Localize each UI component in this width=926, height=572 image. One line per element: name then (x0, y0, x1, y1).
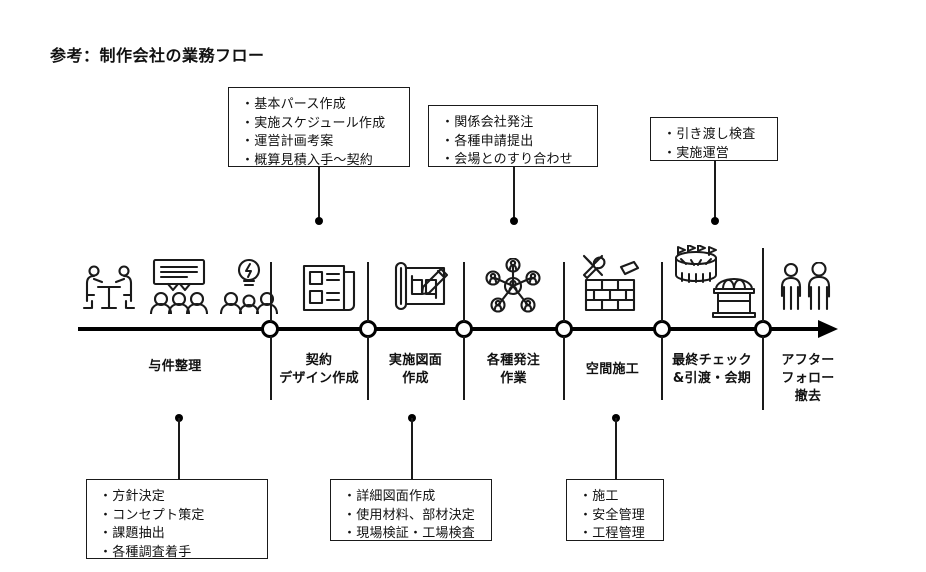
callout-line: ・コンセプト策定 (99, 507, 205, 523)
leader-line-bottom-1 (178, 418, 180, 480)
stage-label-7: アフター フォロー 撤去 (764, 352, 852, 406)
callout-bottom-1: ・方針決定 ・コンセプト策定 ・課題抽出 ・各種調査着手 (86, 479, 268, 560)
stage-separator-3 (463, 262, 465, 322)
stage-label-6: 最終チェック &引渡・会期 (663, 352, 761, 388)
callout-line: ・使用材料、部材決定 (343, 507, 476, 523)
leader-line-top-2 (513, 167, 515, 220)
market-stall-icon (710, 275, 758, 320)
callout-line: ・実施スケジュール作成 (241, 115, 386, 131)
stage-separator-4 (563, 262, 565, 322)
leader-dot-top-1 (314, 217, 323, 225)
stage-separator-4b (563, 336, 565, 400)
stage-separator-1b (270, 336, 272, 400)
callout-line: ・現場検証・工場検査 (343, 526, 476, 541)
callout-line: ・各種調査着手 (99, 544, 192, 560)
callout-line: ・工程管理 (579, 526, 646, 541)
stage-label-2: 契約 デザイン作成 (272, 352, 366, 388)
two-people-icon (776, 262, 834, 316)
timeline-arrow-icon (818, 320, 838, 338)
stage-separator-1 (270, 262, 272, 322)
callout-line: ・詳細図面作成 (343, 489, 436, 504)
speech-bubble-audience-icon (148, 258, 210, 314)
stage-separator-2b (367, 336, 369, 400)
stage-separator-6b (762, 336, 764, 410)
stage-label-line: 撤去 (794, 389, 822, 404)
stage-label-line: 実施図面 (388, 353, 443, 368)
callout-line: ・実施運営 (663, 145, 730, 161)
callout-line: ・運営計画考案 (241, 134, 334, 149)
page-title: 参考：制作会社の業務フロー (50, 46, 265, 65)
stage-label-line: 最終チェック (672, 353, 752, 368)
arena-flags-icon (668, 245, 724, 287)
stage-separator-6 (762, 248, 764, 322)
callout-top-2: ・関係会社発注 ・各種申請提出 ・会場とのすり合わせ (428, 105, 598, 167)
stage-label-line: 与件整理 (148, 359, 202, 374)
leader-dot-top-2 (509, 217, 518, 225)
lightbulb-idea-audience-icon (220, 258, 278, 314)
stage-label-line: アフター (781, 353, 835, 368)
stage-separator-5 (661, 262, 663, 322)
meeting-table-icon (82, 262, 136, 314)
callout-line: ・方針決定 (99, 489, 166, 504)
stage-label-line: 作業 (500, 371, 527, 386)
stage-label-5: 空間施工 (565, 361, 660, 379)
stage-label-line: &引渡・会期 (672, 371, 752, 386)
callout-line: ・会場とのすり合わせ (441, 152, 573, 167)
leader-dot-top-3 (710, 217, 719, 225)
newspaper-document-icon (302, 262, 356, 312)
callout-line: ・安全管理 (579, 507, 646, 523)
callout-line: ・基本パース作成 (241, 97, 346, 112)
leader-line-top-1 (318, 167, 320, 220)
tools-brick-wall-icon (580, 254, 642, 312)
callout-line: ・施工 (579, 489, 619, 504)
callout-top-3: ・引き渡し検査 ・実施運営 (650, 117, 778, 161)
stage-separator-2 (367, 262, 369, 322)
stage-label-4: 各種発注 作業 (465, 352, 562, 388)
stage-label-1: 与件整理 (95, 358, 255, 376)
callout-line: ・関係会社発注 (441, 115, 534, 130)
blueprint-pencil-icon (392, 260, 450, 312)
network-people-icon (484, 258, 542, 314)
callout-bottom-3: ・施工 ・安全管理 ・工程管理 (566, 479, 664, 541)
stage-separator-3b (463, 336, 465, 400)
callout-top-1: ・基本パース作成 ・実施スケジュール作成 ・運営計画考案 ・概算見積入手〜契約 (228, 87, 410, 168)
stage-label-3: 実施図面 作成 (369, 352, 462, 388)
callout-line: ・概算見積入手〜契約 (241, 152, 374, 168)
stage-label-line: デザイン作成 (279, 371, 359, 386)
callout-line: ・引き渡し検査 (663, 127, 756, 142)
timeline-axis (78, 327, 826, 331)
stage-label-line: 作成 (402, 371, 429, 386)
leader-line-bottom-2 (411, 418, 413, 480)
stage-separator-5b (661, 336, 663, 400)
callout-line: ・課題抽出 (99, 526, 166, 541)
callout-bottom-2: ・詳細図面作成 ・使用材料、部材決定 ・現場検証・工場検査 (330, 479, 492, 541)
stage-label-line: フォロー (781, 371, 835, 386)
callout-line: ・各種申請提出 (441, 133, 534, 149)
stage-label-line: 各種発注 (486, 353, 541, 368)
stage-label-line: 空間施工 (585, 362, 640, 377)
leader-line-top-3 (714, 161, 716, 220)
stage-label-line: 契約 (305, 353, 333, 368)
leader-line-bottom-3 (615, 418, 617, 480)
